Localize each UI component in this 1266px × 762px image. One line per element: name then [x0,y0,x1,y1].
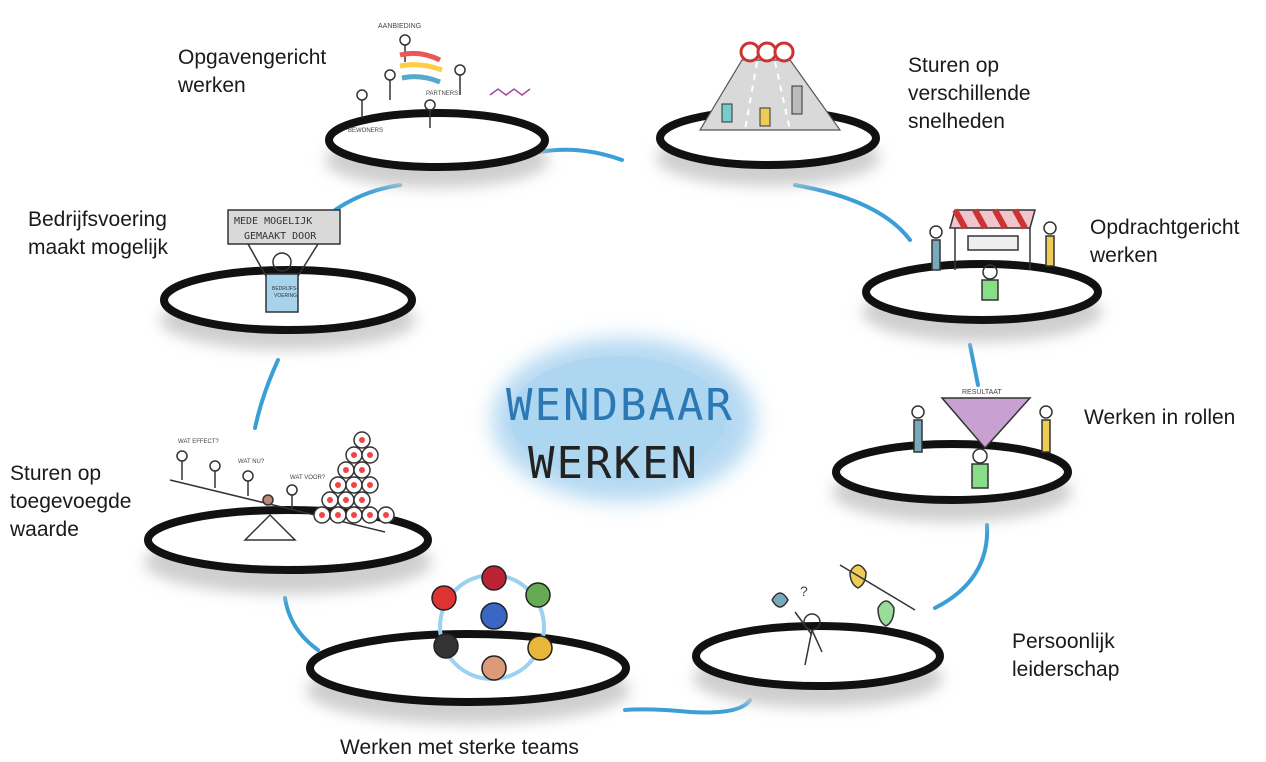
label-leiderschap: Persoonlijk leiderschap [1012,630,1120,681]
sign-text-voering: VOERING [274,293,297,299]
balance-scale-icon [169,431,395,541]
sketch-text-resultaat: RESULTAAT [962,389,1002,396]
label-sturen-snelheden: Sturen op verschillende snelheden [908,54,1031,133]
center-blob-core [510,356,726,480]
roles-triangle-icon [911,397,1053,489]
platform-sturen-snelheden [656,41,880,186]
connector-lines [253,147,990,715]
platform-ring [832,440,1072,504]
sign-text-line1: MEDE MOGELIJK [234,216,312,227]
leadership-sketch-icon [771,564,916,666]
connector-1 [538,147,624,162]
platform-bedrijfsvoering: MEDE MOGELIJK GEMAAKT DOOR BEDRIJFS- VOE… [160,209,416,350]
label-rollen: Werken in rollen [1084,406,1236,429]
platform-teams [306,565,630,724]
connector-2 [793,183,912,242]
label-toegevoegde-waarde: Sturen op toegevoegde waarde [10,462,132,541]
highway-icon [698,41,842,131]
market-stall-icon [929,208,1057,301]
connector-4 [933,523,990,610]
sketch-text-wat-effect: WAT EFFECT? [178,439,220,445]
sketch-text-question: ? [800,583,808,599]
platform-toegevoegde-waarde: WAT EFFECT? WAT NU? WAT VOOR? [144,431,432,594]
sketch-text-partners: PARTNERS [426,91,458,97]
platform-ring [306,630,630,706]
label-opgavengericht: Opgavengericht werken [178,46,327,97]
connector-8 [333,183,402,212]
platform-ring [692,622,944,690]
connector-5 [623,698,752,715]
platform-ring [325,109,549,171]
center-title-line2: WERKEN [528,438,699,489]
sketch-text-bewoners: BEWONERS [348,128,383,134]
connector-7 [253,358,280,430]
platform-leiderschap: ? [692,564,944,708]
superhero-team-icon [431,565,553,681]
sketch-people-icon [356,34,531,128]
label-opdrachtgericht: Opdrachtgericht werken [1090,216,1240,267]
center-blob [492,338,756,502]
sketch-text-wat-nu: WAT NU? [238,459,265,465]
platform-opdrachtgericht [862,208,1102,342]
connector-3 [968,343,980,387]
label-bedrijfsvoering: Bedrijfsvoering maakt mogelijk [28,208,169,259]
platform-rollen: RESULTAAT [832,389,1072,522]
center-title-line1: WENDBAAR [506,380,734,431]
platform-opgavengericht: AANBIEDING PARTNERS BEWONERS [325,23,549,188]
sign-text-bedrijfs: BEDRIJFS- [272,286,298,292]
sketch-text-wat-voor: WAT VOOR? [290,475,326,481]
sign-text-line2: GEMAAKT DOOR [244,231,317,242]
connector-6 [283,596,320,652]
label-teams: Werken met sterke teams [340,736,579,759]
sign-holder-icon [227,209,341,313]
sketch-text-aanbieding: AANBIEDING [378,23,421,30]
